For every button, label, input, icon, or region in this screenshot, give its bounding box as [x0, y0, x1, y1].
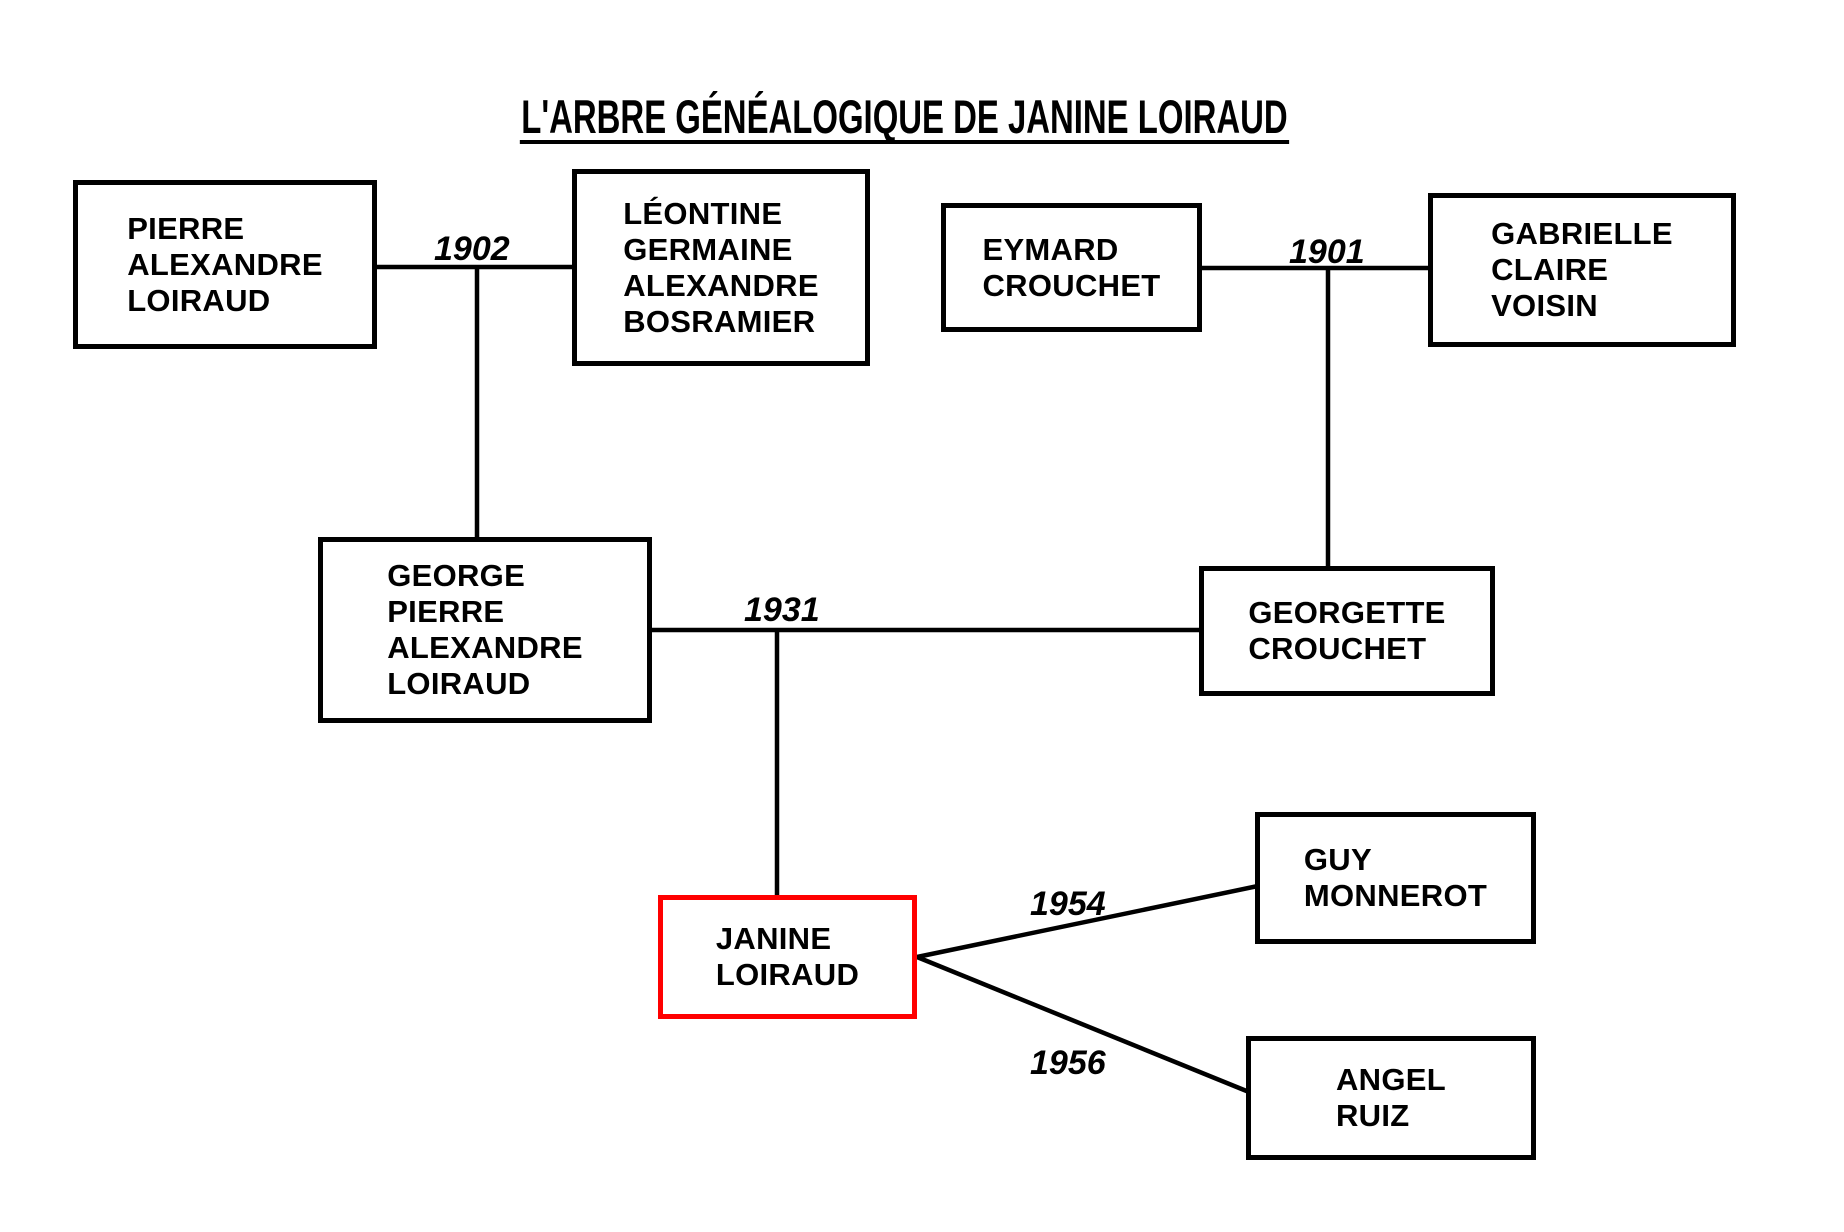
- name-line: ALEXANDRE: [623, 267, 819, 303]
- name-line: GERMAINE: [623, 231, 793, 267]
- name-line: VOISIN: [1491, 288, 1598, 323]
- name-line: PIERRE: [127, 210, 245, 246]
- person-box-georgette-crouchet: GEORGETTE CROUCHET: [1199, 566, 1495, 696]
- person-name: EYMARD CROUCHET: [982, 232, 1160, 304]
- marriage-year-1956: 1956: [1030, 1044, 1106, 1082]
- person-name: GUY MONNEROT: [1304, 842, 1487, 914]
- diagram-title: L'ARBRE GÉNÉALOGIQUE DE JANINE LOIRAUD: [519, 90, 1289, 144]
- person-name: GABRIELLE CLAIRE VOISIN: [1491, 216, 1673, 324]
- person-name: JANINE LOIRAUD: [716, 921, 859, 993]
- person-name: GEORGE PIERRE ALEXANDRE LOIRAUD: [387, 558, 583, 702]
- name-line: ALEXANDRE: [387, 630, 583, 665]
- marriage-line-1956-diagonal: [916, 954, 1250, 1095]
- person-box-eymard-crouchet: EYMARD CROUCHET: [941, 203, 1202, 332]
- name-line: CLAIRE: [1491, 252, 1609, 287]
- marriage-year-1902: 1902: [434, 230, 510, 268]
- name-line: MONNEROT: [1303, 878, 1488, 913]
- person-box-george-pierre-alexandre-loiraud: GEORGE PIERRE ALEXANDRE LOIRAUD: [318, 537, 652, 723]
- marriage-line-1954-diagonal: [916, 883, 1259, 960]
- name-line: GEORGE: [387, 558, 526, 593]
- name-line: ANGEL: [1336, 1062, 1446, 1097]
- person-box-janine-loiraud-highlighted: JANINE LOIRAUD: [658, 895, 917, 1019]
- person-box-guy-monnerot: GUY MONNEROT: [1255, 812, 1536, 944]
- name-line: ALEXANDRE: [127, 246, 323, 282]
- person-name: LÉONTINE GERMAINE ALEXANDRE BOSRAMIER: [623, 196, 819, 340]
- name-line: LOIRAUD: [715, 957, 860, 992]
- person-name: GEORGETTE CROUCHET: [1248, 595, 1445, 667]
- name-line: RUIZ: [1336, 1098, 1410, 1133]
- person-box-angel-ruiz: ANGEL RUIZ: [1246, 1036, 1536, 1160]
- name-line: LÉONTINE: [623, 195, 783, 231]
- marriage-year-1954: 1954: [1030, 885, 1106, 923]
- name-line: BOSRAMIER: [623, 303, 816, 339]
- name-line: GABRIELLE: [1491, 216, 1673, 251]
- marriage-year-1901: 1901: [1289, 233, 1365, 271]
- name-line: JANINE: [715, 921, 832, 956]
- person-box-gabrielle-claire-voisin: GABRIELLE CLAIRE VOISIN: [1428, 193, 1736, 347]
- diagram-title-wrap: L'ARBRE GÉNÉALOGIQUE DE JANINE LOIRAUD: [0, 90, 1808, 144]
- person-box-leontine-germaine-alexandre-bosramier: LÉONTINE GERMAINE ALEXANDRE BOSRAMIER: [572, 169, 870, 366]
- name-line: GEORGETTE: [1248, 595, 1446, 630]
- name-line: EYMARD: [982, 231, 1119, 267]
- name-line: LOIRAUD: [387, 666, 531, 701]
- name-line: LOIRAUD: [127, 282, 271, 318]
- person-box-pierre-alexandre-loiraud: PIERRE ALEXANDRE LOIRAUD: [73, 180, 377, 349]
- name-line: GUY: [1303, 842, 1372, 877]
- marriage-year-1931: 1931: [744, 591, 820, 629]
- name-line: CROUCHET: [982, 267, 1161, 303]
- person-name: PIERRE ALEXANDRE LOIRAUD: [127, 211, 323, 319]
- person-name: ANGEL RUIZ: [1336, 1062, 1446, 1134]
- name-line: CROUCHET: [1248, 631, 1427, 666]
- name-line: PIERRE: [387, 594, 505, 629]
